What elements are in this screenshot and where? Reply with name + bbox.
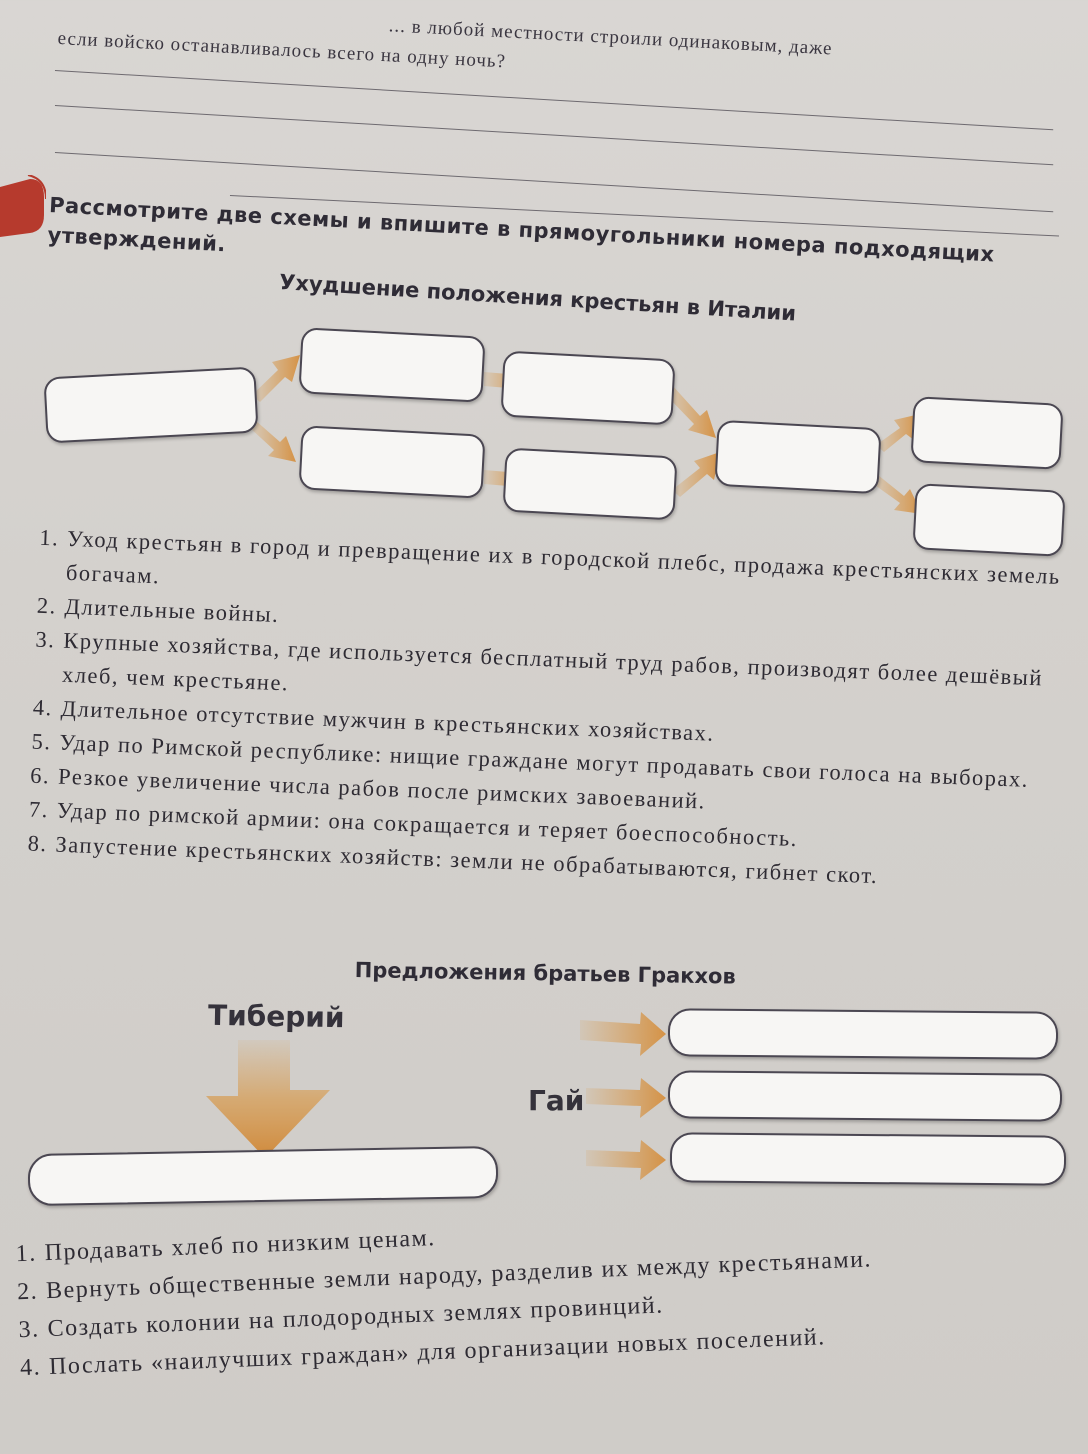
tiberius-answer-box[interactable] [27,1145,499,1207]
gai-label: Гай [528,1084,585,1117]
arrow-gai-2 [586,1078,666,1118]
gai-answer-box-3[interactable] [669,1132,1067,1186]
arrow-gai-1 [580,1012,666,1056]
answer-box-top-1[interactable] [298,327,486,403]
arrow-3-up [672,452,720,497]
arrow-4-down [872,475,922,514]
arrow-4-up [876,414,920,452]
arrow-gai-3 [586,1140,666,1180]
answer-box-bottom-3[interactable] [912,483,1066,557]
diagram1-statements: 1.Уход крестьян в город и превращение их… [7,520,1088,901]
answer-box-bottom-2[interactable] [502,447,678,521]
answer-box-middle[interactable] [714,419,882,495]
gai-answer-box-2[interactable] [667,1070,1063,1122]
arrow-1-up [252,355,300,402]
answer-box-top-3[interactable] [910,396,1064,470]
arrow-1-down [250,420,296,462]
task-marker-icon [0,175,46,237]
answer-box-bottom-1[interactable] [298,425,486,499]
answer-box-start[interactable] [43,366,259,444]
arrow-3-down [665,385,716,438]
answer-box-top-2[interactable] [500,350,676,426]
gai-answer-box-1[interactable] [667,1008,1059,1060]
tiberius-label: Тиберий [207,998,345,1035]
arrow-tiberius-down [206,1040,330,1158]
